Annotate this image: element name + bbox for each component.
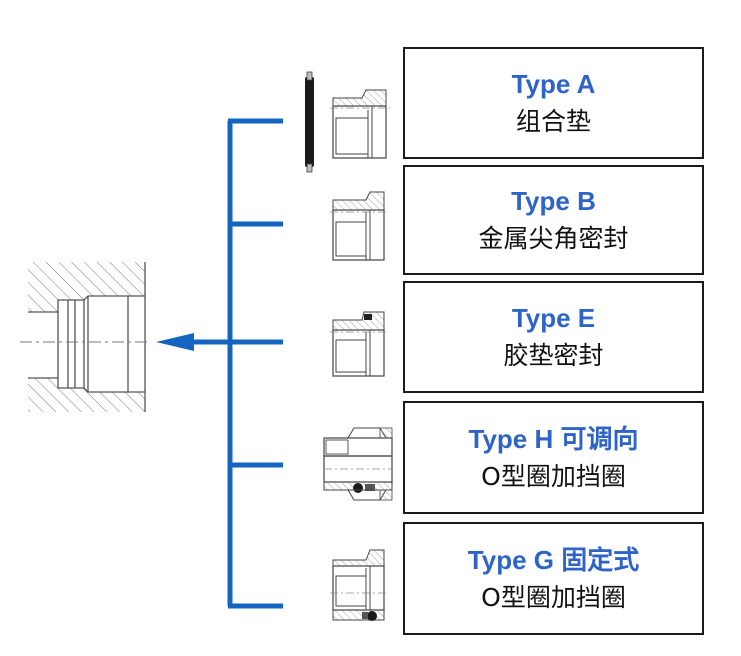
fitting-fixed-oring-drawing [330,549,388,621]
type-h-box: Type H 可调向 O型圈加挡圈 [403,401,704,514]
fitting-bonded-seal-drawing [305,71,390,173]
type-h-title: Type H 可调向 [468,423,639,454]
connector-tree [192,118,283,609]
type-a-title: Type A [511,69,596,99]
fitting-cutting-edge-drawing [330,191,388,261]
type-a-box: Type A 组合垫 [403,47,704,159]
type-e-description: 胶垫密封 [503,341,604,370]
type-g-description: O型圈加挡圈 [481,582,626,612]
type-e-box: Type E 胶垫密封 [403,281,704,393]
port-section-drawing [20,262,150,412]
type-a-description: 组合垫 [515,107,591,136]
type-h-description: O型圈加挡圈 [481,461,626,491]
type-g-title: Type G 固定式 [467,544,640,575]
type-e-title: Type E [511,303,596,333]
type-g-box: Type G 固定式 O型圈加挡圈 [403,522,704,635]
type-b-title: Type B [511,186,596,216]
type-b-description: 金属尖角密封 [478,224,629,253]
fitting-adjustable-oring-drawing [323,427,393,501]
fitting-elastomer-seal-drawing [330,311,388,377]
type-b-box: Type B 金属尖角密封 [403,165,704,275]
arrow-head-icon [156,333,194,351]
